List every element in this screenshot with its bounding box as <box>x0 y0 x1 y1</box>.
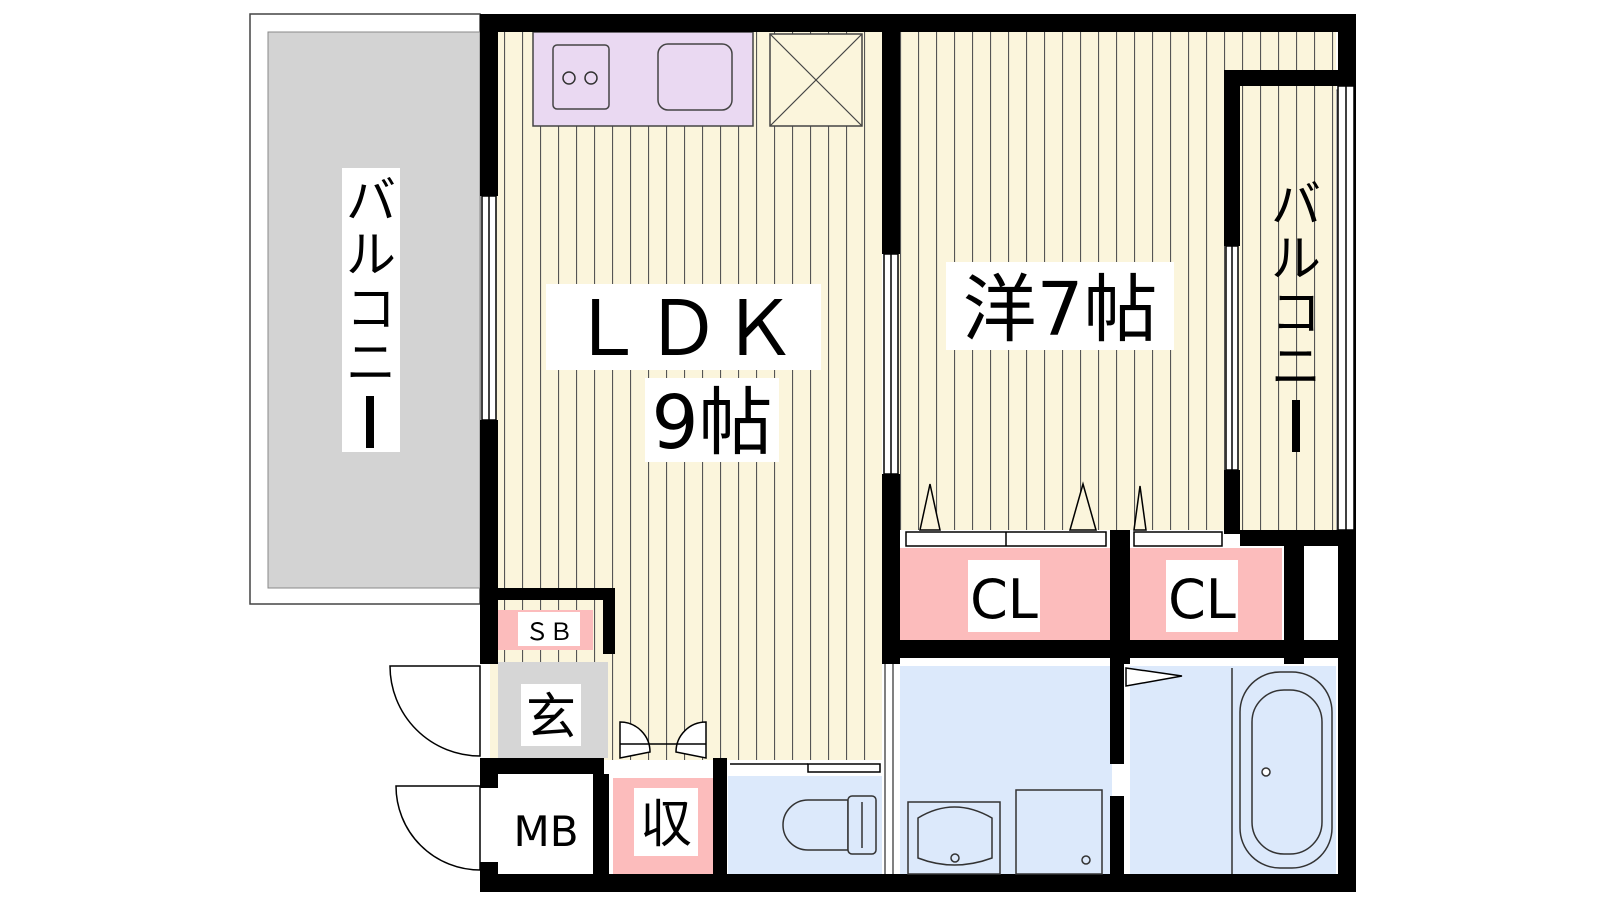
ldk-size-label: 9帖 <box>651 380 772 466</box>
balcony-left-char-2: ル <box>346 226 396 284</box>
door-swing-icon <box>389 664 1183 874</box>
shoe-box-label: ＳＢ <box>525 618 573 646</box>
meter-box-label: MB <box>513 807 578 856</box>
washer-icon <box>1015 789 1103 875</box>
stove-icon <box>552 44 610 110</box>
fridge-space-icon <box>769 33 863 127</box>
ldk-label: ＬＤＫ <box>569 284 797 373</box>
closet-1-label: CL <box>970 568 1038 631</box>
balcony-right-char-2: ル <box>1271 230 1321 288</box>
balcony-right-label: バ ル コ ニ <box>1271 176 1321 452</box>
kitchen-counter <box>532 31 754 127</box>
closet-2-label: CL <box>1168 568 1236 631</box>
bathtub-icon <box>1231 668 1333 874</box>
balcony-right-char-3: コ <box>1271 284 1321 342</box>
windows <box>481 85 1355 531</box>
balcony-right-char-4: ニ <box>1271 338 1321 396</box>
balcony-left-char-3: コ <box>346 280 396 338</box>
storage-label: 収 <box>640 795 692 855</box>
closet-doors <box>905 481 1223 547</box>
meter-box-area <box>498 778 593 874</box>
walls <box>480 14 1356 892</box>
balcony-left-label: バ ル コ ニ <box>346 172 396 448</box>
balcony-left-char-4: ニ <box>346 334 396 392</box>
balcony-right-char-1: バ <box>1271 176 1321 234</box>
balcony-left-char-1: バ <box>346 172 396 230</box>
toilet-icon <box>782 795 877 855</box>
sink-icon <box>657 43 733 111</box>
washbasin-icon <box>907 801 1001 875</box>
balcony-left <box>249 13 481 605</box>
western-room-label: 洋7帖 <box>962 267 1157 353</box>
entrance-label: 玄 <box>526 688 576 746</box>
